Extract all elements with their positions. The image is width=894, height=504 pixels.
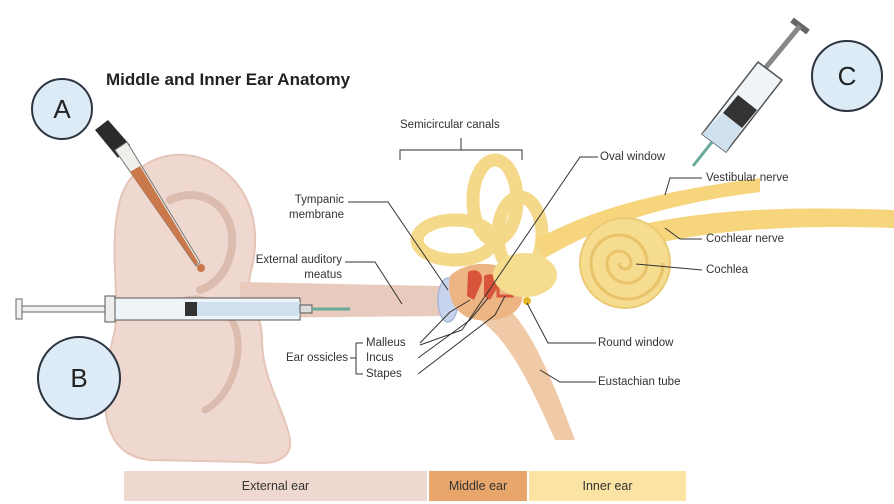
- label-tympanic-membrane-line1: Tympanic: [294, 194, 344, 206]
- dropper-icon: [95, 120, 205, 272]
- marker-a: A: [31, 78, 93, 140]
- round-window-shape: [523, 297, 531, 305]
- malleus-shape: [467, 270, 483, 300]
- region-middle-ear: Middle ear: [429, 471, 527, 501]
- label-malleus: Malleus: [366, 337, 406, 349]
- syringe-b-icon: [15, 295, 350, 323]
- label-cochlear-nerve: Cochlear nerve: [706, 233, 784, 245]
- diagram-title: Middle and Inner Ear Anatomy: [106, 70, 351, 89]
- label-semicircular-canals: Semicircular canals: [400, 119, 500, 131]
- cochlea-spiral: [589, 233, 665, 301]
- eustachian-tube-shape: [468, 300, 575, 440]
- cochlear-nerve-shape: [600, 208, 894, 255]
- vestibule-shape: [493, 253, 557, 297]
- leader-lines: [345, 156, 703, 383]
- marker-c: C: [811, 40, 883, 112]
- label-stapes: Stapes: [366, 368, 402, 380]
- region-external-ear: External ear: [124, 471, 427, 501]
- label-external-meatus-line2: meatus: [304, 269, 342, 281]
- label-vestibular-nerve: Vestibular nerve: [706, 172, 789, 184]
- label-oval-window: Oval window: [600, 151, 666, 163]
- label-eustachian-tube: Eustachian tube: [598, 376, 681, 388]
- label-external-meatus-line1: External auditory: [255, 254, 342, 266]
- syringe-c-icon: [691, 17, 810, 167]
- label-ear-ossicles: Ear ossicles: [286, 352, 348, 364]
- label-round-window: Round window: [598, 337, 674, 349]
- region-inner-ear: Inner ear: [529, 471, 686, 501]
- label-tympanic-membrane-line2: membrane: [289, 209, 344, 221]
- pinna-inner-fold: [166, 191, 237, 294]
- marker-b: B: [37, 336, 121, 420]
- vestibular-nerve-shape: [535, 178, 760, 258]
- label-cochlea: Cochlea: [706, 264, 749, 276]
- cochlea-outer: [579, 217, 671, 309]
- label-incus: Incus: [366, 352, 394, 364]
